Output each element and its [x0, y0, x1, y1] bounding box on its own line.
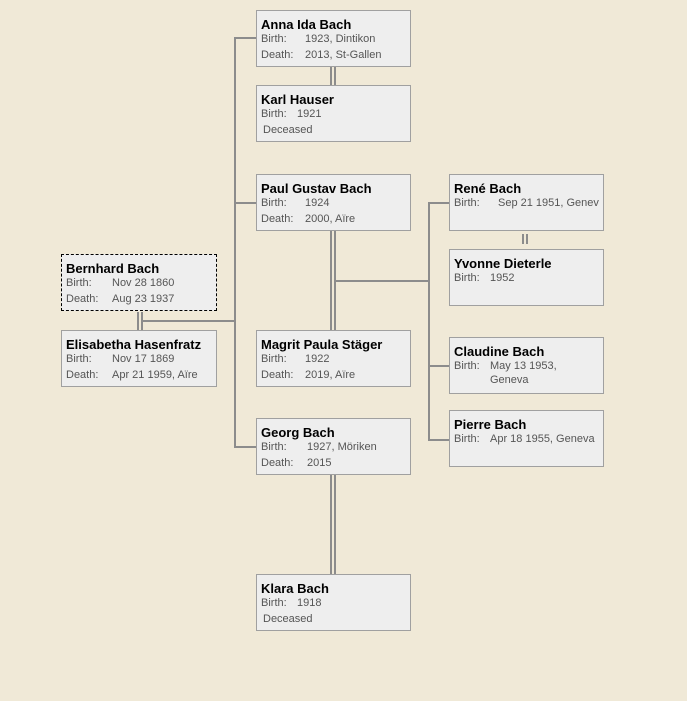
children-connector — [234, 37, 236, 448]
child-branch — [234, 446, 256, 448]
birth-row: Birth: 1918 — [261, 597, 321, 609]
death-row: Death: 2015 — [261, 457, 331, 469]
birth-row-label: Birth: — [454, 433, 480, 445]
birth-row-label: Birth: — [261, 197, 287, 209]
birth-row-value: 1952 — [490, 272, 515, 284]
birth-place: Geneva — [490, 374, 529, 386]
children-connector — [428, 202, 430, 441]
child-branch — [428, 365, 449, 367]
person-name: Anna Ida Bach — [261, 17, 352, 32]
birth-row: Birth: 1923, Dintikon — [261, 33, 375, 45]
birth-row-value: Sep 21 1951, Genev — [498, 197, 599, 209]
death-row-value: Apr 21 1959, Aïre — [112, 369, 198, 381]
death-row-value: 2013, St-Gallen — [305, 49, 382, 61]
birth-row-value: 1921 — [297, 108, 322, 120]
birth-row-label: Birth: — [66, 277, 92, 289]
person-name: Georg Bach — [261, 425, 335, 440]
couple-connector — [330, 67, 332, 85]
birth-row: Birth: 1927, Möriken — [261, 441, 377, 453]
birth-row-value: Nov 28 1860 — [112, 277, 175, 289]
person-name: Paul Gustav Bach — [261, 181, 372, 196]
birth-row-label: Birth: — [66, 353, 92, 365]
birth-row: Birth: 1922 — [261, 353, 329, 365]
birth-row: Birth: Nov 17 1869 — [66, 353, 174, 365]
person-name: Claudine Bach — [454, 344, 545, 359]
birth-row: Birth: Nov 28 1860 — [66, 277, 174, 289]
death-row-label: Death: — [261, 213, 294, 225]
birth-row-label: Birth: — [261, 353, 287, 365]
person-name: Pierre Bach — [454, 417, 527, 432]
child-branch — [428, 202, 449, 204]
person-name: Karl Hauser — [261, 92, 334, 107]
birth-row-value: 1924 — [305, 197, 330, 209]
death-row-label: Death: — [261, 457, 294, 469]
death-row: Death: 2019, Aïre — [261, 369, 355, 381]
birth-row: Birth: 1921 — [261, 108, 321, 120]
couple-connector — [137, 312, 139, 330]
birth-row: Birth: 1924 — [261, 197, 329, 209]
birth-row-value: Apr 18 1955, Geneva — [490, 433, 595, 445]
birth-row-value: 1927, Möriken — [307, 441, 377, 453]
birth-row-label: Birth: — [261, 597, 287, 609]
birth-row-value: 1922 — [305, 353, 330, 365]
death-row-value: Aug 23 1937 — [112, 293, 175, 305]
death-row: Death: Apr 21 1959, Aïre — [66, 369, 198, 381]
death-row-label: Death: — [66, 293, 99, 305]
child-branch — [234, 37, 256, 39]
birth-row-label: Birth: — [261, 108, 287, 120]
birth-row-label: Birth: — [454, 197, 480, 209]
children-connector — [141, 320, 236, 322]
death-row: Death: 2013, St-Gallen — [261, 49, 381, 61]
children-connector — [334, 280, 430, 282]
birth-row-value: 1918 — [297, 597, 322, 609]
child-branch — [234, 202, 256, 204]
death-row-label: Death: — [261, 49, 294, 61]
death-row-value: 2000, Aïre — [305, 213, 356, 225]
couple-connector — [330, 231, 332, 330]
birth-row-value: 1923, Dintikon — [305, 33, 376, 45]
couple-connector — [334, 67, 336, 85]
death-row: Death: Aug 23 1937 — [66, 293, 174, 305]
death-row-value: 2015 — [307, 457, 332, 469]
child-branch — [428, 439, 449, 441]
person-name: Yvonne Dieterle — [454, 256, 552, 271]
death-row-label: Death: — [261, 369, 294, 381]
couple-connector — [334, 475, 336, 574]
birth-row-label: Birth: — [261, 33, 287, 45]
birth-row-label: Birth: — [454, 272, 480, 284]
couple-connector — [526, 234, 528, 244]
person-name: René Bach — [454, 181, 522, 196]
birth-row-label: Birth: — [261, 441, 287, 453]
birth-row: Birth: 1952 — [454, 272, 514, 284]
birth-row-label: Birth: — [454, 360, 480, 372]
birth-row: Birth: May 13 1953, — [454, 360, 557, 372]
death-row: Death: 2000, Aïre — [261, 213, 355, 225]
birth-row: Birth: Sep 21 1951, Genev — [454, 197, 599, 209]
couple-connector — [330, 475, 332, 574]
person-name: Magrit Paula Stäger — [261, 337, 383, 352]
birth-row-value: Nov 17 1869 — [112, 353, 175, 365]
death-row-value: 2019, Aïre — [305, 369, 356, 381]
death-row-label: Death: — [66, 369, 99, 381]
person-name: Klara Bach — [261, 581, 329, 596]
couple-connector — [522, 234, 524, 244]
birth-row: Birth: Apr 18 1955, Geneva — [454, 433, 595, 445]
person-name: Bernhard Bach — [66, 261, 160, 276]
person-name: Elisabetha Hasenfratz — [66, 337, 202, 352]
deceased-status: Deceased — [263, 613, 313, 625]
birth-row-value: May 13 1953, — [490, 360, 557, 372]
deceased-status: Deceased — [263, 124, 313, 136]
